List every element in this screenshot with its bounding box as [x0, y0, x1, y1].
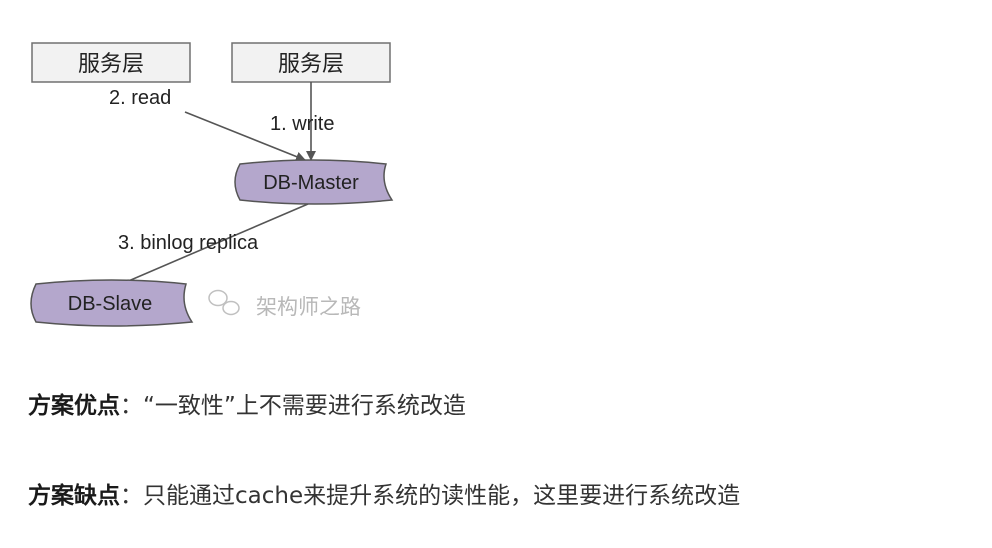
- pros-text: “一致性”上不需要进行系统改造: [143, 393, 466, 419]
- pros-paragraph: 方案优点：“一致性”上不需要进行系统改造: [28, 390, 466, 422]
- cons-label: 方案缺点: [28, 483, 120, 509]
- read-edge: [184, 111, 306, 162]
- service-box-right-label: 服务层: [278, 51, 344, 76]
- write-edge-label: 1. write: [270, 113, 334, 135]
- pros-label: 方案优点: [28, 393, 120, 419]
- wechat-icon: [208, 289, 240, 316]
- watermark-text: 架构师之路: [256, 295, 361, 319]
- db-master-label: DB-Master: [263, 172, 359, 194]
- cons-colon: ：: [120, 483, 143, 509]
- replica-edge: [111, 203, 309, 290]
- service-box-right: 服务层: [231, 42, 391, 83]
- db-slave-node: DB-Slave: [30, 279, 194, 327]
- service-box-left-label: 服务层: [78, 51, 144, 76]
- db-slave-label: DB-Slave: [68, 293, 152, 315]
- cons-text: 只能通过cache来提升系统的读性能，这里要进行系统改造: [143, 483, 741, 509]
- service-box-left: 服务层: [31, 42, 191, 83]
- replica-edge-label: 3. binlog replica: [118, 232, 259, 254]
- cons-paragraph: 方案缺点：只能通过cache来提升系统的读性能，这里要进行系统改造: [28, 480, 740, 512]
- db-master-node: DB-Master: [234, 159, 394, 205]
- read-edge-label: 2. read: [109, 87, 171, 109]
- pros-colon: ：: [120, 393, 143, 419]
- architecture-diagram: 服务层 服务层 2. read 1. write 3. binlog repli…: [30, 42, 394, 327]
